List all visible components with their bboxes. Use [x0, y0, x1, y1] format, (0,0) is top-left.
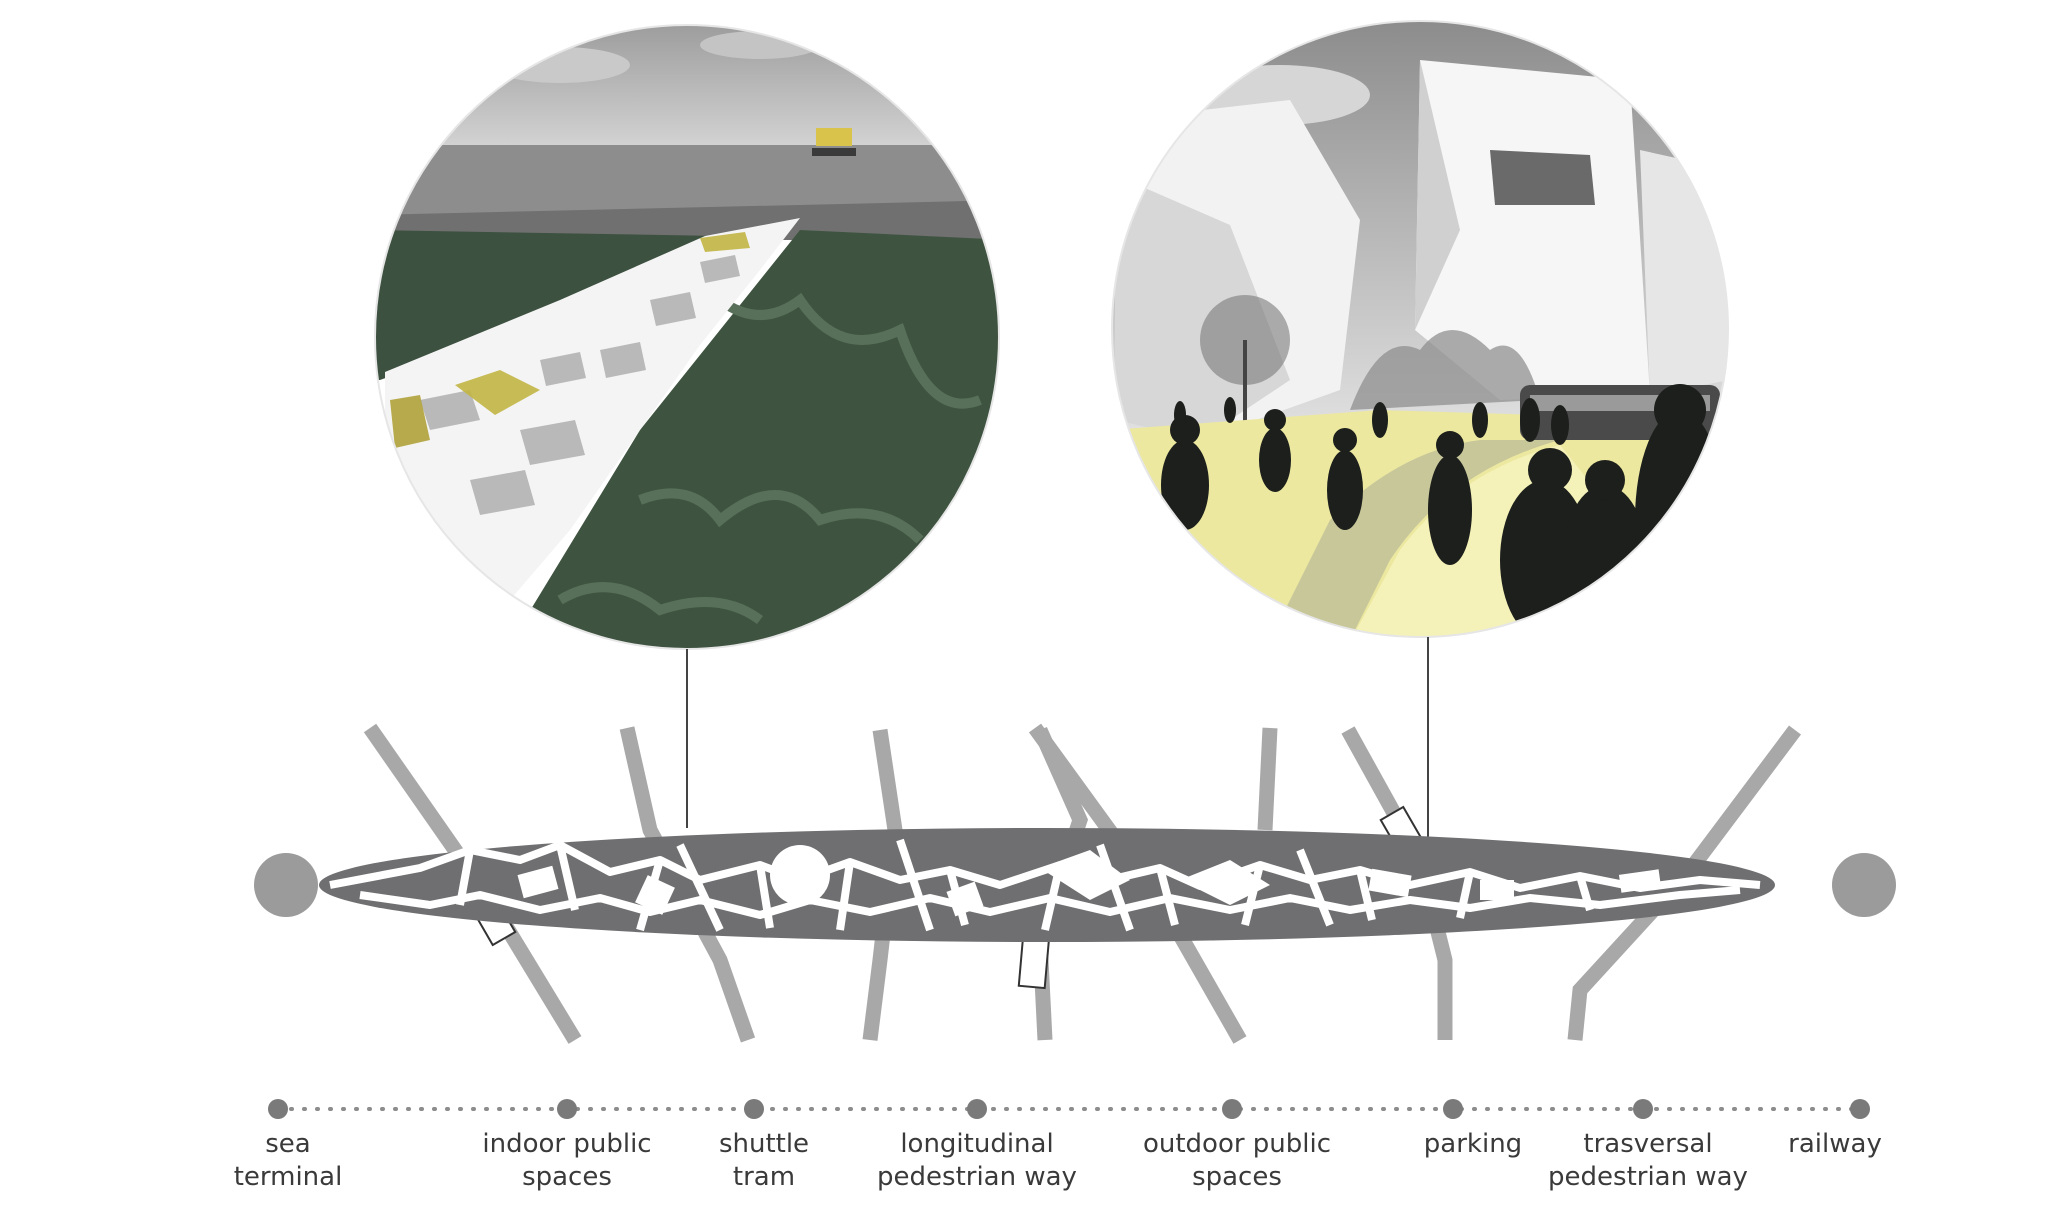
tower-window-opening — [1490, 150, 1595, 205]
forest-texture — [557, 292, 982, 625]
legend-dot-trasversal-pedestrian-way — [1633, 1099, 1653, 1119]
legend-label-trasversal-pedestrian-way: trasversal pedestrian way — [1548, 1129, 1748, 1192]
legend-dot-indoor-public-spaces — [557, 1099, 577, 1119]
white-tower-center-shade — [1415, 60, 1460, 330]
corridor-plazas — [517, 845, 1662, 917]
legend-dot-railway — [1850, 1099, 1870, 1119]
street-view — [1112, 21, 1728, 637]
legend-dot-longitudinal-pedestrian-way — [967, 1099, 987, 1119]
sea-terminal-node — [254, 853, 318, 917]
aerial-sea-shore — [375, 200, 999, 240]
white-tower-center — [1415, 60, 1650, 400]
aerial-cloud — [700, 31, 820, 59]
indoor-space-highlight — [700, 232, 750, 252]
legend-label-sea-terminal: sea terminal — [233, 1129, 343, 1192]
white-tower-right — [1640, 150, 1728, 395]
legend-label-longitudinal-pedestrian-way: longitudinal pedestrian way — [877, 1129, 1077, 1192]
indoor-space-highlight — [455, 370, 540, 415]
legend-dot-shuttle-tram — [744, 1099, 764, 1119]
legend-dot-sea-terminal — [268, 1099, 288, 1119]
legend-dot-parking — [1443, 1099, 1463, 1119]
railway-node — [1832, 853, 1896, 917]
legend-label-indoor-public-spaces: indoor public spaces — [482, 1129, 652, 1192]
road-box-marker — [1017, 932, 1051, 990]
legend-dots — [268, 1099, 1870, 1119]
legend-label-railway: railway — [1788, 1129, 1882, 1159]
legend-label-shuttle-tram: shuttle tram — [718, 1129, 810, 1192]
legend-label-parking: parking — [1423, 1129, 1523, 1159]
pedestrian-path — [1260, 440, 1560, 637]
legend-label-outdoor-public-spaces: outdoor public spaces — [1142, 1129, 1332, 1192]
legend-dot-outdoor-public-spaces — [1222, 1099, 1242, 1119]
aerial-sky — [375, 25, 999, 150]
indoor-space-highlight — [390, 395, 430, 448]
ferry-cabin-icon — [816, 128, 852, 146]
background-trees — [1350, 330, 1540, 410]
ferry-icon — [812, 148, 856, 156]
building-fabric-shadows — [420, 255, 740, 515]
street-view-frame — [1111, 20, 1729, 638]
